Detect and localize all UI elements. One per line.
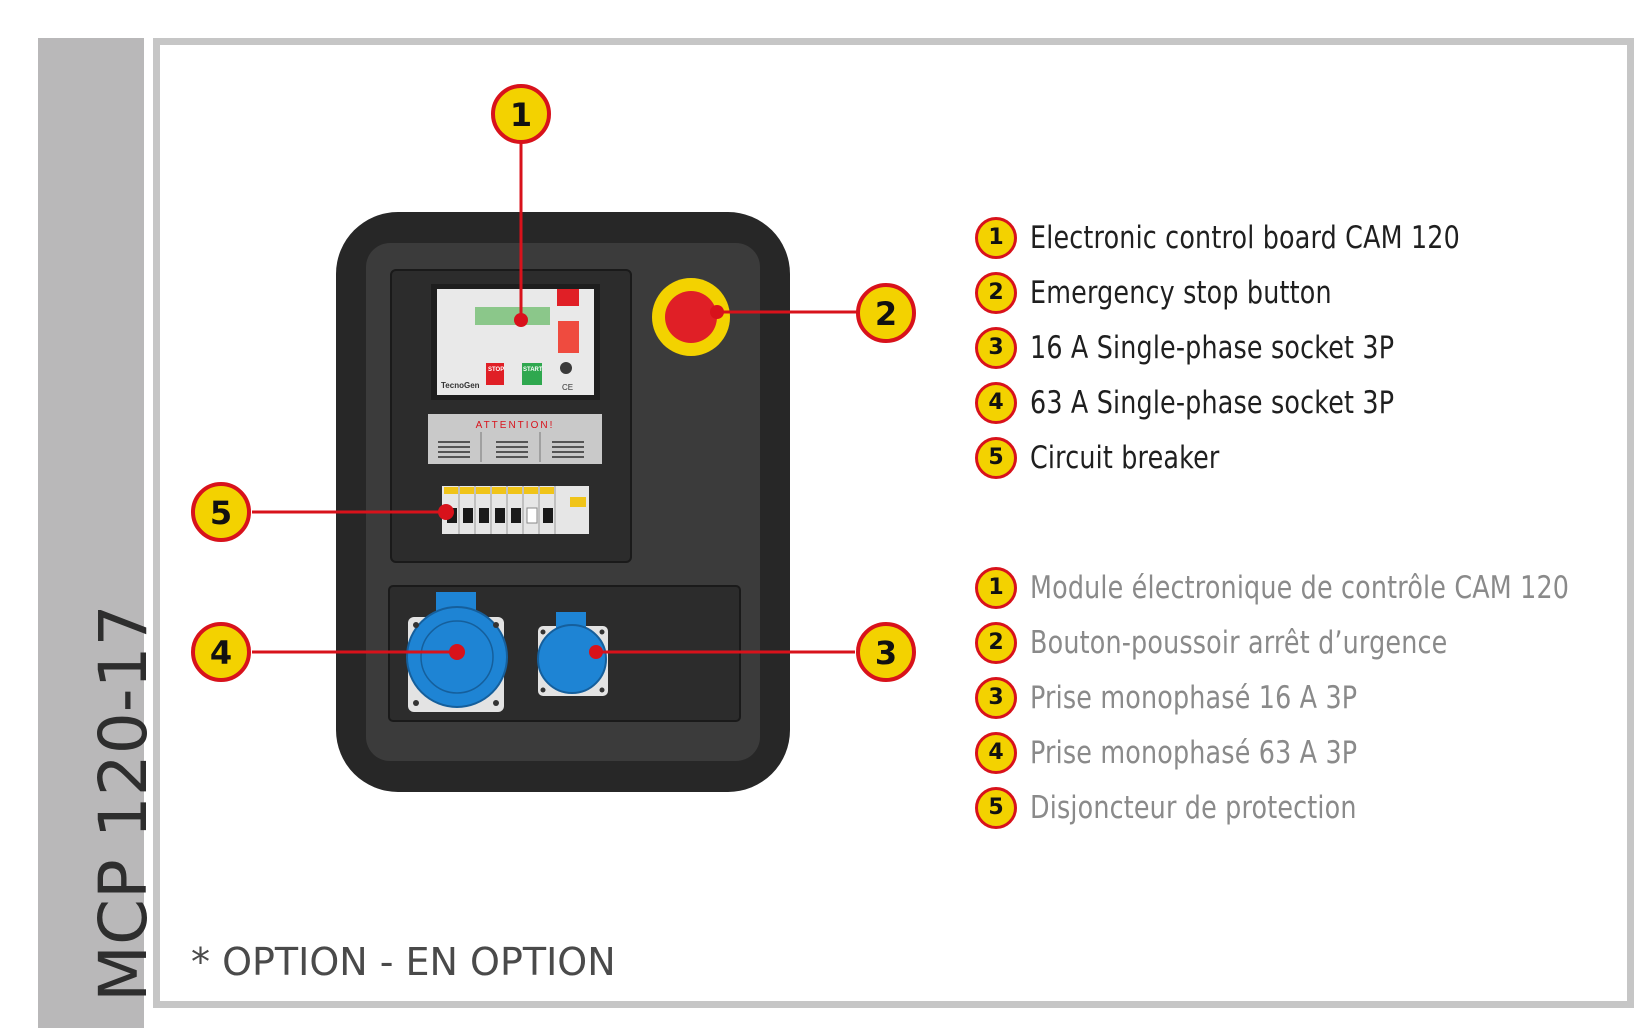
legend-en-label: 63 A Single-phase socket 3P	[1030, 384, 1395, 421]
legend-en-item: 5 Circuit breaker	[975, 430, 1554, 485]
warning-plate: ATTENTION!	[428, 414, 602, 464]
callout-4-number: 4	[210, 634, 232, 672]
legend-en-item: 4 63 A Single-phase socket 3P	[975, 375, 1554, 430]
legend-fr-item: 4 Prise monophasé 63 A 3P	[975, 725, 1646, 780]
legend-fr-item: 1 Module électronique de contrôle CAM 120	[975, 560, 1646, 615]
callout-3: 3	[856, 622, 916, 682]
legend-fr-item: 3 Prise monophasé 16 A 3P	[975, 670, 1646, 725]
legend-fr-item: 2 Bouton-poussoir arrêt d’urgence	[975, 615, 1646, 670]
circuit-breaker	[442, 486, 589, 534]
legend-fr-badge: 1	[975, 566, 1017, 609]
option-footnote: * OPTION - EN OPTION	[191, 940, 616, 984]
legend-fr-badge: 5	[975, 786, 1017, 829]
legend-en-label: Electronic control board CAM 120	[1030, 219, 1460, 256]
leader-endpoints	[438, 305, 724, 660]
legend-fr-label: Prise monophasé 63 A 3P	[1030, 734, 1358, 771]
legend-fr-label: Disjoncteur de protection	[1030, 789, 1357, 826]
callout-3-number: 3	[875, 634, 897, 672]
legend-fr-label: Module électronique de contrôle CAM 120	[1030, 569, 1570, 606]
legend-en-badge: 4	[975, 381, 1017, 424]
legend-en-badge: 2	[975, 271, 1017, 314]
callout-1: 1	[491, 84, 551, 144]
legend-en-label: Circuit breaker	[1030, 439, 1220, 476]
legend-fr-badge: 3	[975, 676, 1017, 719]
warning-label: ATTENTION!	[476, 420, 555, 431]
legend-en-label: Emergency stop button	[1030, 274, 1332, 311]
legend-en-badge: 1	[975, 216, 1017, 259]
legend-en-badge: 5	[975, 436, 1017, 479]
legend-fr-badge: 4	[975, 731, 1017, 774]
sidebar	[38, 38, 144, 1028]
start-label: START	[523, 367, 543, 373]
callout-4: 4	[191, 622, 251, 682]
callout-5: 5	[191, 482, 251, 542]
legend-fr-label: Bouton-poussoir arrêt d’urgence	[1030, 624, 1448, 661]
legend-en-label: 16 A Single-phase socket 3P	[1030, 329, 1395, 366]
socket-16a	[537, 612, 608, 696]
legend-en-badge: 3	[975, 326, 1017, 369]
leader-lines	[252, 142, 860, 654]
stop-label: STOP	[488, 367, 504, 373]
callout-2-number: 2	[875, 295, 897, 333]
legend-fr-item: 5 Disjoncteur de protection	[975, 780, 1646, 835]
callout-1-number: 1	[510, 96, 532, 134]
callout-2: 2	[856, 283, 916, 343]
control-board: STOP START TecnoGen CE	[431, 284, 600, 400]
legend-fr-label: Prise monophasé 16 A 3P	[1030, 679, 1358, 716]
controller-brand: TecnoGen	[441, 381, 480, 390]
callout-5-number: 5	[210, 494, 232, 532]
legend-en-item: 2 Emergency stop button	[975, 265, 1554, 320]
legend-fr-badge: 2	[975, 621, 1017, 664]
emergency-stop	[652, 278, 730, 356]
legend-french: 1 Module électronique de contrôle CAM 120…	[975, 560, 1646, 835]
legend-english: 1 Electronic control board CAM 120 2 Emerg…	[975, 210, 1554, 485]
legend-en-item: 3 16 A Single-phase socket 3P	[975, 320, 1554, 375]
legend-en-item: 1 Electronic control board CAM 120	[975, 210, 1554, 265]
ce-mark: CE	[562, 383, 573, 392]
